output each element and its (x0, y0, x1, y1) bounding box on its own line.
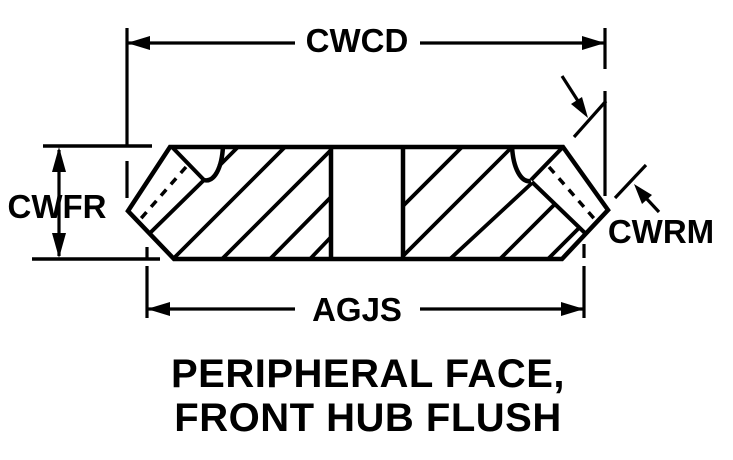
cwfr-arrowhead-up (52, 147, 66, 172)
right-hole-centerline (547, 165, 600, 225)
cwrm-arrow-tail-bottom (644, 196, 661, 214)
left-hole-counterbore-curve (203, 145, 226, 183)
diagram-title-line1: PERIPHERAL FACE, (171, 352, 565, 396)
right-hole-upper-edge (529, 145, 565, 182)
bore-wall-lines (328, 147, 406, 259)
cwrm-arrowhead-bottom (634, 184, 652, 204)
left-hole-centerline (135, 165, 188, 225)
cwrm-arrowhead-top (571, 97, 588, 118)
cwcd-label: CWCD (306, 22, 409, 59)
hatch-lines-left (171, 145, 333, 261)
agjs-arrowhead-right (561, 302, 584, 316)
cwrm-arrow-tail-top (560, 75, 580, 102)
cwrm-label: CWRM (608, 213, 714, 250)
diagram-title-line2: FRONT HUB FLUSH (174, 396, 561, 440)
left-hole-upper-edge (170, 145, 206, 182)
hatch-lines-right (401, 145, 581, 261)
cwfr-arrowhead-down (52, 233, 66, 258)
cwrm-slash-top (572, 99, 608, 139)
left-hole-wall (148, 178, 206, 235)
right-hole-wall (530, 180, 588, 236)
agjs-arrowhead-left (147, 302, 170, 316)
agjs-label: AGJS (312, 291, 402, 328)
cwrm-slash-bottom (613, 163, 648, 200)
cwcd-arrowhead-right (582, 36, 605, 50)
cwcd-arrowhead-left (127, 36, 150, 50)
cwfr-label: CWFR (8, 188, 107, 225)
right-hole-counterbore-curve (509, 145, 532, 184)
